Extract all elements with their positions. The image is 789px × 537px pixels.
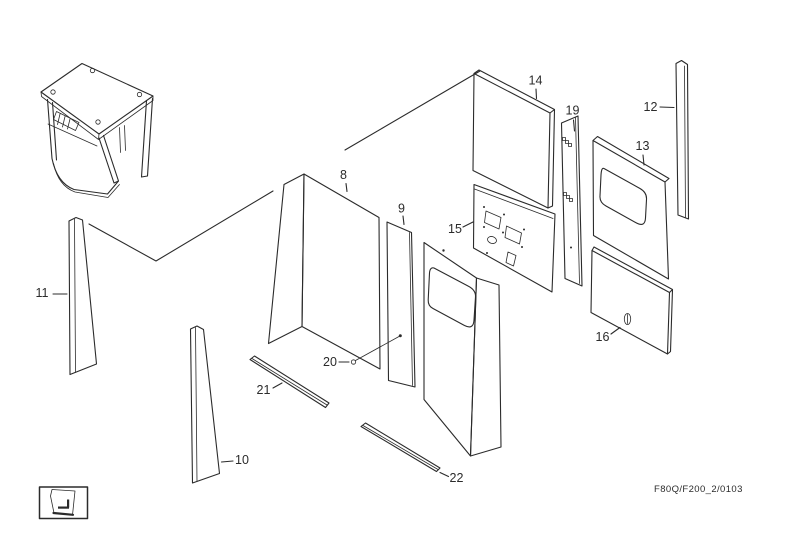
callout-15: 15 (448, 222, 462, 236)
strip-19-shape (560, 115, 583, 287)
leader-line (88, 70, 481, 262)
cab-assembly-thumbnail-icon (40, 62, 154, 198)
callout-ticks (52, 88, 675, 478)
callout-20-leader (338, 334, 402, 365)
panel-13-shape (592, 135, 670, 280)
strip-11-shape (68, 216, 98, 376)
strip-10-shape (189, 325, 221, 484)
panel-15-shape (472, 183, 556, 293)
callout-22: 22 (450, 471, 464, 485)
cab-seat-pictogram-icon (50, 489, 76, 516)
callout-10: 10 (235, 453, 249, 467)
callout-21: 21 (257, 383, 271, 397)
panel-14-shape (472, 69, 556, 209)
panel-16-shape (590, 246, 674, 355)
callout-20: 20 (323, 355, 337, 369)
callout-19: 19 (566, 104, 580, 118)
callout-14: 14 (529, 74, 543, 88)
trim-strip-21-shape (249, 355, 330, 409)
trim-strip-22-shape (360, 422, 441, 473)
callout-9: 9 (398, 202, 405, 216)
door-panel-shape (423, 241, 502, 457)
strip-12-shape (675, 59, 690, 220)
panel-9-shape (386, 221, 416, 388)
callout-13: 13 (636, 139, 650, 153)
callout-16: 16 (596, 330, 610, 344)
panel-8-shape (267, 173, 381, 370)
callout-8: 8 (340, 168, 347, 182)
drawing-code: F80Q/F200_2/0103 (654, 484, 743, 495)
legend-box (38, 486, 89, 520)
callout-12: 12 (644, 100, 658, 114)
callout-11: 11 (36, 286, 49, 300)
